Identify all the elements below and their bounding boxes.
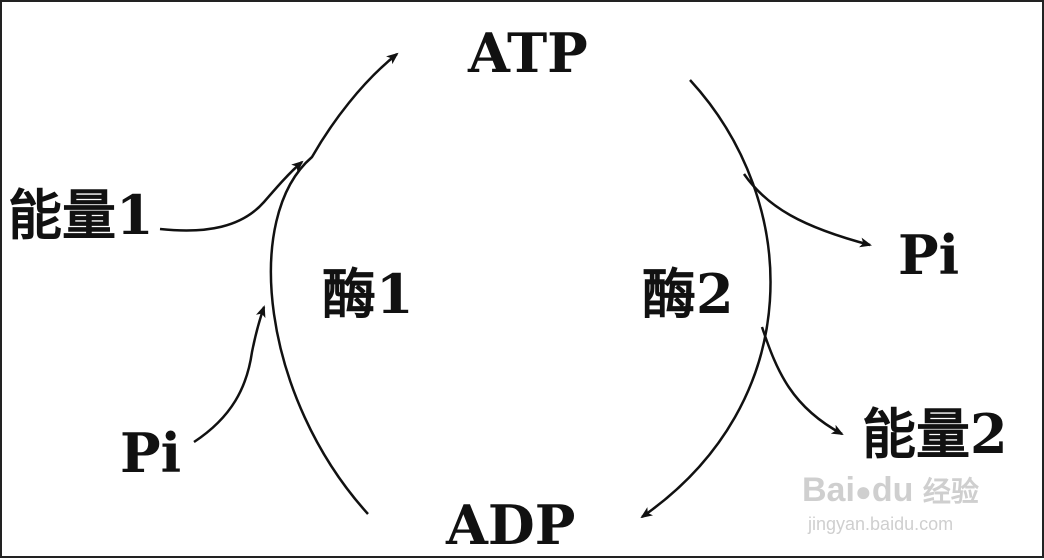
energy1-label: 能量1 bbox=[8, 183, 154, 247]
adp-label: ADP bbox=[446, 493, 576, 557]
pi-output-arrow bbox=[742, 173, 872, 248]
paw-icon: ● bbox=[854, 476, 872, 507]
baidu-watermark: Bai●du 经验 bbox=[802, 470, 979, 510]
energy2-label: 能量2 bbox=[862, 402, 1008, 466]
pi-input-arrow bbox=[193, 305, 266, 444]
enzyme1-label: 酶1 bbox=[322, 262, 414, 326]
hydrolysis-arc-arrow bbox=[640, 79, 772, 519]
watermark-brand2: du bbox=[871, 471, 914, 509]
pi-left-label: Pi bbox=[120, 421, 182, 485]
synthesis-arc-arrow bbox=[269, 52, 399, 515]
enzyme2-label: 酶2 bbox=[642, 262, 734, 326]
watermark-brand-cn: 经验 bbox=[922, 476, 979, 507]
energy1-input-arrow bbox=[159, 160, 304, 232]
pi-right-label: Pi bbox=[898, 223, 960, 287]
energy2-output-arrow bbox=[760, 326, 844, 436]
watermark-brand: Bai bbox=[802, 471, 855, 509]
atp-label: ATP bbox=[468, 21, 588, 85]
watermark-url: jingyan.baidu.com bbox=[808, 514, 954, 534]
